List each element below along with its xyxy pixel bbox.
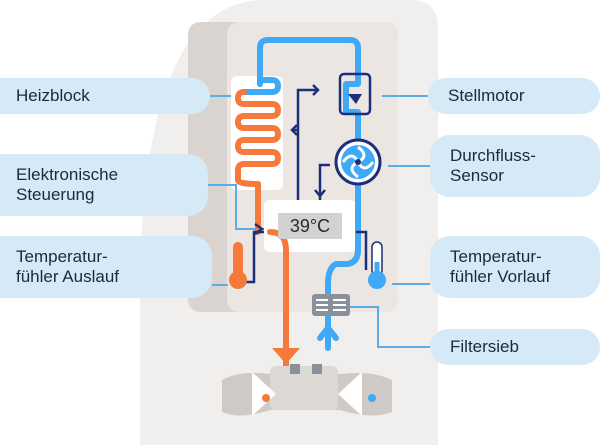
control-arrow-coil xyxy=(290,124,298,136)
control-arrow-heater xyxy=(312,84,320,96)
cold-inlet-arrow xyxy=(317,325,339,341)
label-steuerung: Elektronische Steuerung xyxy=(0,154,208,216)
temperature-display: 39°C xyxy=(278,213,342,239)
label-fuehler-vorlauf-text: Temperatur- fühler Vorlauf xyxy=(450,247,551,286)
valve-icon xyxy=(338,72,372,116)
control-line-heater xyxy=(296,88,318,200)
label-fuehler-auslauf: Temperatur- fühler Auslauf xyxy=(0,236,212,298)
label-durchfluss-text: Durchfluss- Sensor xyxy=(450,146,536,185)
steuerung-line xyxy=(208,184,264,230)
label-filtersieb: Filtersieb xyxy=(430,329,600,365)
cold-water-pipe xyxy=(257,37,361,351)
label-fuehler-auslauf-text: Temperatur- fühler Auslauf xyxy=(16,247,120,286)
label-durchfluss: Durchfluss- Sensor xyxy=(430,135,600,197)
control-line-right xyxy=(356,230,368,270)
thermometer-cold-icon xyxy=(368,241,386,289)
coil-cold xyxy=(241,77,281,95)
control-arrow-steuerung xyxy=(254,222,265,236)
filter-icon xyxy=(312,294,350,316)
label-heizblock-text: Heizblock xyxy=(16,86,90,105)
hot-outlet-arrow xyxy=(272,348,300,364)
thermometer-hot-icon xyxy=(229,242,247,289)
fan-icon xyxy=(334,138,382,186)
label-stellmotor: Stellmotor xyxy=(428,78,600,114)
control-line-flow xyxy=(318,163,330,200)
label-filtersieb-text: Filtersieb xyxy=(450,337,519,356)
bottom-fittings xyxy=(222,364,392,416)
label-stellmotor-text: Stellmotor xyxy=(448,86,525,105)
label-steuerung-text: Elektronische Steuerung xyxy=(16,165,119,204)
filtersieb-line xyxy=(350,306,430,348)
label-fuehler-vorlauf: Temperatur- fühler Vorlauf xyxy=(430,236,600,298)
heating-coil xyxy=(235,89,281,235)
label-heizblock: Heizblock xyxy=(0,78,210,114)
control-arrow-flow xyxy=(314,189,326,198)
